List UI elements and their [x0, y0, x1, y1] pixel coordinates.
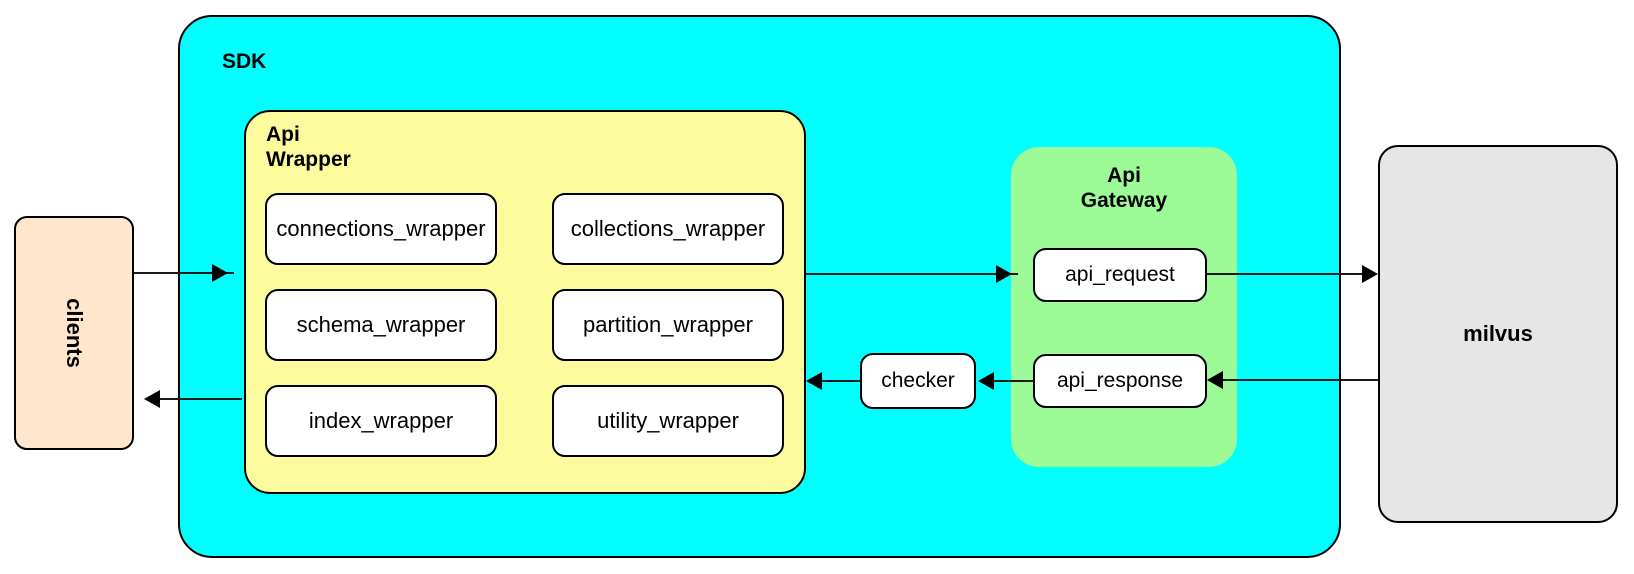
node-schema-wrapper-label: schema_wrapper: [296, 312, 466, 337]
node-schema-wrapper[interactable]: schema_wrapper: [265, 289, 497, 361]
node-checker-label: checker: [881, 369, 955, 392]
node-connections-wrapper[interactable]: connections_wrapper: [265, 193, 497, 265]
node-api-request[interactable]: api_request: [1033, 248, 1207, 302]
node-index-wrapper[interactable]: index_wrapper: [265, 385, 497, 457]
node-clients[interactable]: clients: [14, 216, 134, 450]
node-collections-wrapper-label: collections_wrapper: [570, 216, 766, 241]
node-api-request-label: api_request: [1065, 263, 1175, 286]
node-milvus[interactable]: milvus: [1378, 145, 1618, 523]
container-api-gateway-title: Api Gateway: [1080, 164, 1168, 212]
node-api-response-label: api_response: [1056, 369, 1184, 392]
node-utility-wrapper[interactable]: utility_wrapper: [552, 385, 784, 457]
container-api-gateway[interactable]: Api Gateway: [1011, 147, 1237, 467]
node-utility-wrapper-label: utility_wrapper: [597, 408, 739, 433]
container-sdk-title: SDK: [222, 50, 267, 73]
node-clients-label: clients: [61, 298, 87, 368]
node-partition-wrapper[interactable]: partition_wrapper: [552, 289, 784, 361]
node-collections-wrapper[interactable]: collections_wrapper: [552, 193, 784, 265]
node-partition-wrapper-label: partition_wrapper: [583, 312, 753, 337]
node-checker[interactable]: checker: [860, 353, 976, 409]
container-api-wrapper-title: Api Wrapper: [266, 123, 351, 171]
node-milvus-label: milvus: [1463, 321, 1533, 346]
node-connections-wrapper-label: connections_wrapper: [276, 216, 486, 241]
node-api-response[interactable]: api_response: [1033, 354, 1207, 408]
node-index-wrapper-label: index_wrapper: [308, 408, 454, 433]
